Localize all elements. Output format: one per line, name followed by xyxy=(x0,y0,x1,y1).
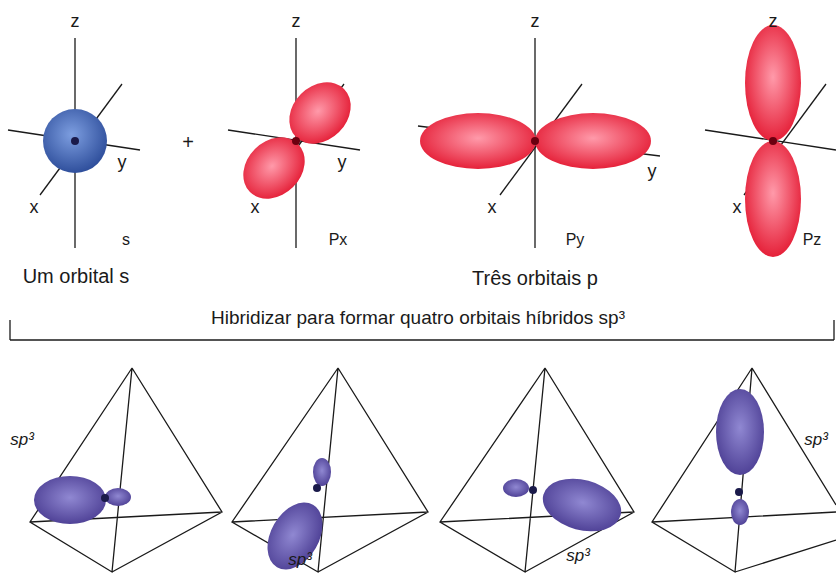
hybrid-label: sp³ xyxy=(288,551,312,570)
pz-orbital xyxy=(745,25,801,257)
sp3-orbital xyxy=(716,389,764,525)
orbital-name: Pz xyxy=(803,231,822,249)
axis-label: x xyxy=(488,198,497,218)
orbital-name: s xyxy=(122,231,130,249)
hybrid-label: sp³ xyxy=(10,431,34,450)
axis-label: z xyxy=(292,12,301,32)
hybrid-label: sp³ xyxy=(804,431,828,450)
axis-label: x xyxy=(251,198,260,218)
tetrahedron xyxy=(232,368,428,572)
axes xyxy=(8,38,836,248)
axis-label: y xyxy=(338,153,347,173)
sp3-orbital xyxy=(503,470,627,539)
orbital-name: Py xyxy=(566,231,585,249)
orbital-name: Px xyxy=(329,231,348,249)
tetrahedron xyxy=(652,368,836,572)
axis-label: x xyxy=(30,198,39,218)
py-orbital xyxy=(420,113,651,169)
sp3-orbital xyxy=(34,476,131,524)
axis-label: y xyxy=(118,153,127,173)
sp3-orbital xyxy=(256,458,334,575)
tetrahedron xyxy=(440,368,634,572)
axis-label: z xyxy=(531,12,540,32)
group-caption: Três orbitais p xyxy=(472,267,598,289)
axis-label: x xyxy=(733,198,742,218)
group-caption: Um orbital s xyxy=(23,265,130,287)
plus-sign: + xyxy=(182,131,194,153)
axis-label: z xyxy=(71,12,80,32)
tetrahedron xyxy=(30,368,222,572)
s-orbital xyxy=(43,109,107,173)
axis-label: y xyxy=(648,162,657,182)
nucleus-dot xyxy=(71,137,79,145)
x-axis xyxy=(40,84,122,195)
axis-label: z xyxy=(769,12,778,32)
tetrahedra xyxy=(30,368,836,572)
hybrid-label: sp³ xyxy=(566,547,590,566)
px-orbital xyxy=(231,70,363,211)
bracket-caption: Hibridizar para formar quatro orbitais h… xyxy=(211,308,625,329)
